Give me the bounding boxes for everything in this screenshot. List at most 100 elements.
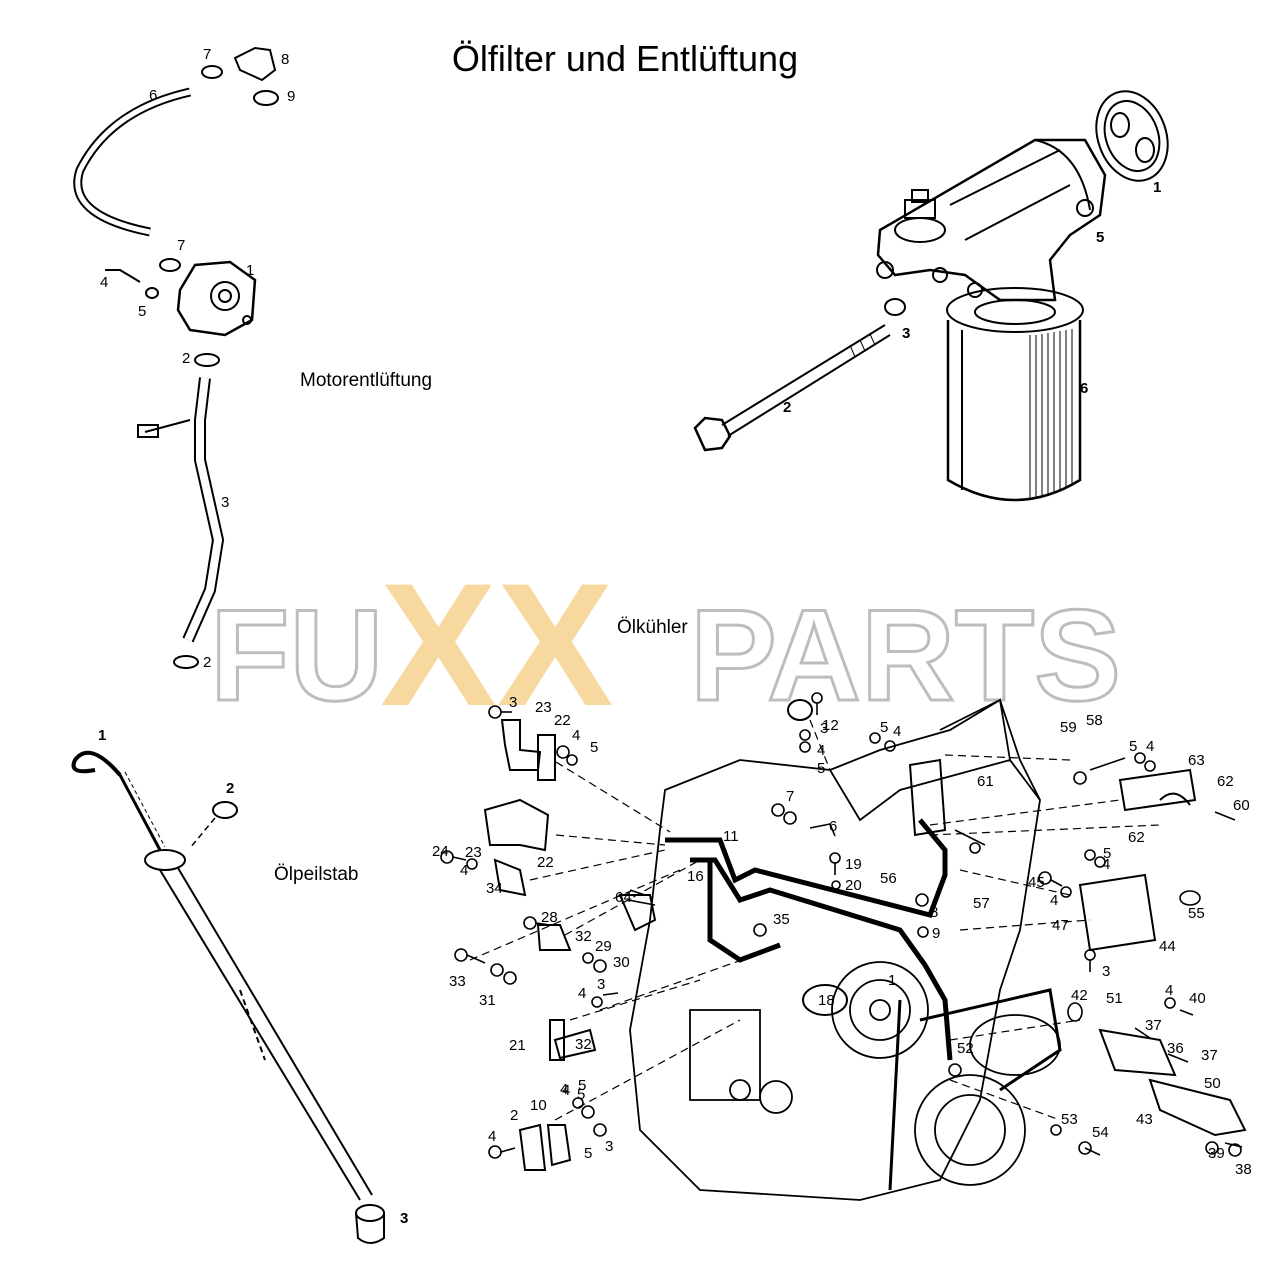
callout-filter-5: 5	[1096, 229, 1104, 246]
callout-cooler-4: 4	[893, 723, 901, 740]
callout-cooler-52: 52	[957, 1040, 974, 1057]
callout-cooler-3: 3	[605, 1138, 613, 1155]
oil-line-part	[665, 818, 953, 1061]
oil-filter-assembly	[693, 90, 1169, 502]
callout-breather-2: 2	[203, 654, 211, 671]
engine-breather-assembly	[73, 46, 279, 669]
page-title: Ölfilter und Entlüftung	[451, 38, 799, 79]
callout-breather-7: 7	[177, 237, 185, 254]
callout-breather-3: 3	[221, 494, 229, 511]
callout-cooler-38: 38	[1235, 1161, 1252, 1178]
callout-cooler-63: 63	[1188, 752, 1205, 769]
callout-cooler-47: 47	[1052, 917, 1069, 934]
callout-cooler-54: 54	[1092, 1124, 1109, 1141]
callout-cooler-4: 4	[578, 985, 586, 1002]
callout-cooler-42: 42	[1071, 987, 1088, 1004]
oil-cooler-assembly	[440, 692, 1247, 1201]
callout-cooler-21: 21	[509, 1037, 526, 1054]
callout-breather-1: 1	[246, 262, 254, 279]
callout-filter-1: 1	[1153, 179, 1161, 196]
callout-cooler-43: 43	[1136, 1111, 1153, 1128]
section-label-oelkuehler: Ölkühler	[617, 617, 688, 638]
dipstick-handle-part	[71, 750, 122, 777]
callout-cooler-62: 62	[1128, 829, 1145, 846]
bolt-part	[105, 269, 141, 283]
callout-cooler-4: 4	[562, 1082, 570, 1099]
dipstick-tube-part	[144, 849, 373, 1201]
callout-breather-8: 8	[281, 51, 289, 68]
callout-cooler-4: 4	[460, 862, 468, 879]
callout-breather-2: 2	[182, 350, 190, 367]
filter-cartridge-part	[946, 287, 1084, 502]
section-label-oelpeilstab: Ölpeilstab	[274, 864, 359, 885]
hose-clamp-part	[201, 65, 223, 79]
callout-cooler-64: 64	[615, 889, 632, 906]
elbow-fitting-part	[233, 46, 277, 82]
callout-cooler-4: 4	[1146, 738, 1154, 755]
callout-cooler-3: 3	[509, 694, 517, 711]
callout-cooler-35: 35	[773, 911, 790, 928]
callout-cooler-58: 58	[1086, 712, 1103, 729]
callout-cooler-4: 4	[1050, 892, 1058, 909]
callout-cooler-19: 19	[845, 856, 862, 873]
gasket-part	[1095, 90, 1169, 182]
callout-cooler-16: 16	[687, 868, 704, 885]
callout-cooler-50: 50	[1204, 1075, 1221, 1092]
breather-housing-part	[176, 260, 257, 337]
callout-breather-7: 7	[203, 46, 211, 63]
callout-dipstick-1: 1	[98, 727, 106, 744]
callout-cooler-62: 62	[1217, 773, 1234, 790]
callout-cooler-32: 32	[575, 1036, 592, 1053]
callout-cooler-2: 2	[510, 1107, 518, 1124]
callout-filter-6: 6	[1080, 380, 1088, 397]
callout-cooler-33: 33	[449, 973, 466, 990]
callout-filter-3: 3	[902, 325, 910, 342]
callout-cooler-40: 40	[1189, 990, 1206, 1007]
watermark-text-mid: XX	[380, 548, 613, 743]
callout-cooler-32: 32	[575, 928, 592, 945]
callout-breather-9: 9	[287, 88, 295, 105]
callout-cooler-5: 5	[584, 1145, 592, 1162]
callout-cooler-3: 3	[820, 720, 828, 737]
o-ring-part	[173, 655, 199, 669]
callout-cooler-6: 6	[829, 818, 837, 835]
callout-cooler-31: 31	[479, 992, 496, 1009]
callout-cooler-34: 34	[486, 880, 503, 897]
o-ring-part	[194, 353, 220, 367]
callout-cooler-59: 59	[1060, 719, 1077, 736]
callout-cooler-29: 29	[595, 938, 612, 955]
nut-part	[253, 90, 279, 106]
callout-cooler-28: 28	[541, 909, 558, 926]
callout-dipstick-3: 3	[400, 1210, 408, 1227]
callout-cooler-5: 5	[880, 719, 888, 736]
callout-cooler-3: 3	[597, 976, 605, 993]
callout-cooler-5: 5	[590, 739, 598, 756]
watermark-logo: FU XX PARTS	[209, 548, 1123, 743]
callout-cooler-53: 53	[1061, 1111, 1078, 1128]
callout-cooler-45: 45	[1028, 874, 1045, 891]
callout-cooler-20: 20	[845, 877, 862, 894]
engine-block-part	[629, 698, 1062, 1201]
callout-dipstick-2: 2	[226, 780, 234, 797]
callout-cooler-37: 37	[1145, 1017, 1162, 1034]
callout-cooler-39: 39	[1208, 1145, 1225, 1162]
callout-cooler-30: 30	[613, 954, 630, 971]
washer-part	[145, 287, 159, 299]
callout-cooler-61: 61	[977, 773, 994, 790]
clamp-brackets	[483, 699, 1247, 1171]
callout-cooler-51: 51	[1106, 990, 1123, 1007]
callout-cooler-12: 12	[822, 717, 839, 734]
callout-cooler-18: 18	[818, 992, 835, 1009]
callout-cooler-8: 8	[930, 904, 938, 921]
callout-cooler-11: 11	[723, 828, 739, 845]
callout-breather-6: 6	[149, 87, 157, 104]
hardware-parts	[440, 692, 1243, 1159]
callout-cooler-5: 5	[578, 1077, 586, 1094]
callout-cooler-23: 23	[535, 699, 552, 716]
callout-cooler-3: 3	[1102, 963, 1110, 980]
callout-cooler-1: 1	[888, 972, 896, 989]
callout-cooler-4: 4	[488, 1128, 496, 1145]
callout-cooler-56: 56	[880, 870, 897, 887]
callout-cooler-5: 5	[577, 1086, 585, 1103]
